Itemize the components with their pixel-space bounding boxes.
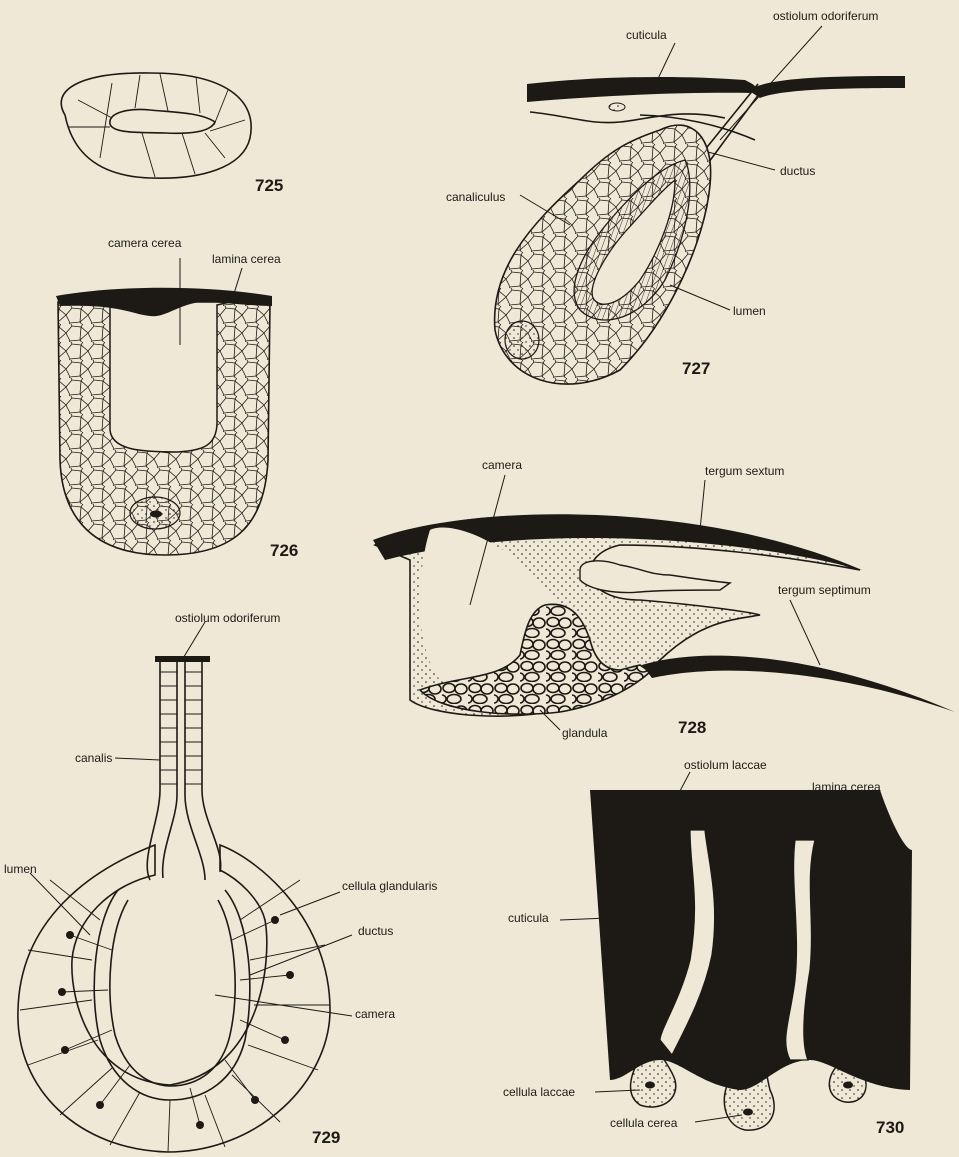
figure-number-730: 730: [876, 1118, 904, 1137]
label-canalis: canalis: [75, 751, 112, 765]
label-lumen: lumen: [733, 304, 766, 318]
figure-number-729: 729: [312, 1128, 340, 1147]
figure-number-725: 725: [255, 176, 283, 195]
label-cellula-laccae: cellula laccae: [503, 1085, 575, 1099]
label-ductus-729: ductus: [358, 924, 393, 938]
label-camera-729: camera: [355, 1007, 395, 1021]
label-camera-cerea: camera cerea: [108, 236, 182, 250]
label-cuticula: cuticula: [626, 28, 667, 42]
label-tergum-septimum: tergum septimum: [778, 583, 871, 597]
label-canaliculus: canaliculus: [446, 190, 505, 204]
figure-730: ostiolum laccae lamina cerea cuticula ce…: [503, 758, 912, 1137]
label-cuticula-730: cuticula: [508, 911, 549, 925]
figure-726: camera cerea lamina cerea 726: [56, 236, 298, 560]
label-lamina-cerea: lamina cerea: [212, 252, 281, 266]
label-ostiolum-odoriferum: ostiolum odoriferum: [773, 9, 878, 23]
figure-729: ostiolum odoriferum canalis lumen cellul…: [4, 611, 437, 1152]
label-camera: camera: [482, 458, 522, 472]
label-ostiolum-laccae: ostiolum laccae: [684, 758, 767, 772]
figure-number-727: 727: [682, 359, 710, 378]
label-cellula-cerea: cellula cerea: [610, 1116, 678, 1130]
figure-725: 725: [61, 73, 283, 195]
label-glandula: glandula: [562, 726, 608, 740]
figure-number-726: 726: [270, 541, 298, 560]
label-lamina-cerea-730: lamina cerea: [812, 780, 881, 794]
label-tergum-sextum: tergum sextum: [705, 464, 784, 478]
label-lumen-729: lumen: [4, 862, 37, 876]
label-cellula-glandularis: cellula glandularis: [342, 879, 437, 893]
figure-728: camera tergum sextum tergum septimum gla…: [373, 458, 955, 740]
figure-number-728: 728: [678, 718, 706, 737]
label-ostiolum-odoriferum-729: ostiolum odoriferum: [175, 611, 280, 625]
figure-727: cuticula ostiolum odoriferum ductus cana…: [446, 9, 905, 384]
label-ductus: ductus: [780, 164, 815, 178]
